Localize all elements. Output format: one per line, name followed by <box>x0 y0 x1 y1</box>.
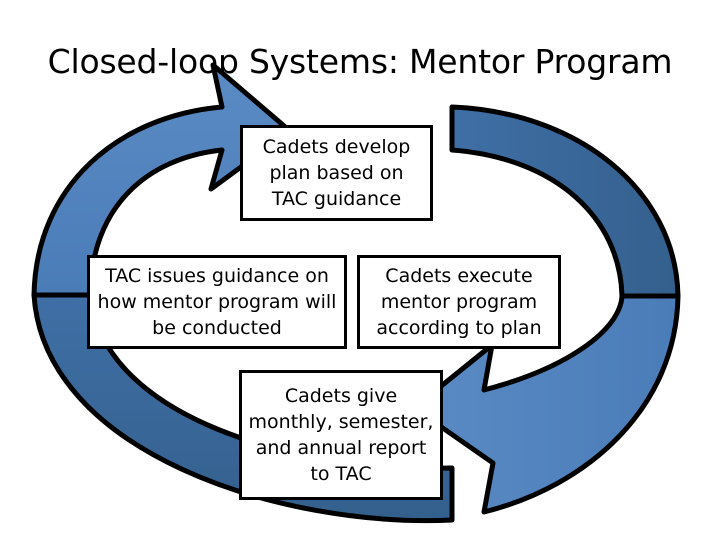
page-title: Closed-loop Systems: Mentor Program <box>47 42 673 81</box>
cadets-develop-plan-text: Cadets develop plan based on TAC guidanc… <box>262 136 411 210</box>
cadets-report-box: Cadets give monthly, semester, and annua… <box>239 370 443 500</box>
left-arrow-upper-segment <box>31 62 293 298</box>
right-arrow-lower-segment <box>411 293 681 515</box>
cadets-execute-box: Cadets execute mentor program according … <box>357 255 561 349</box>
cadets-report-text: Cadets give monthly, semester, and annua… <box>248 385 434 485</box>
tac-issues-guidance-text: TAC issues guidance on how mentor progra… <box>97 265 337 339</box>
cadets-develop-plan-box: Cadets develop plan based on TAC guidanc… <box>240 125 433 221</box>
cadets-execute-text: Cadets execute mentor program according … <box>376 265 542 339</box>
tac-issues-guidance-box: TAC issues guidance on how mentor progra… <box>87 255 347 349</box>
